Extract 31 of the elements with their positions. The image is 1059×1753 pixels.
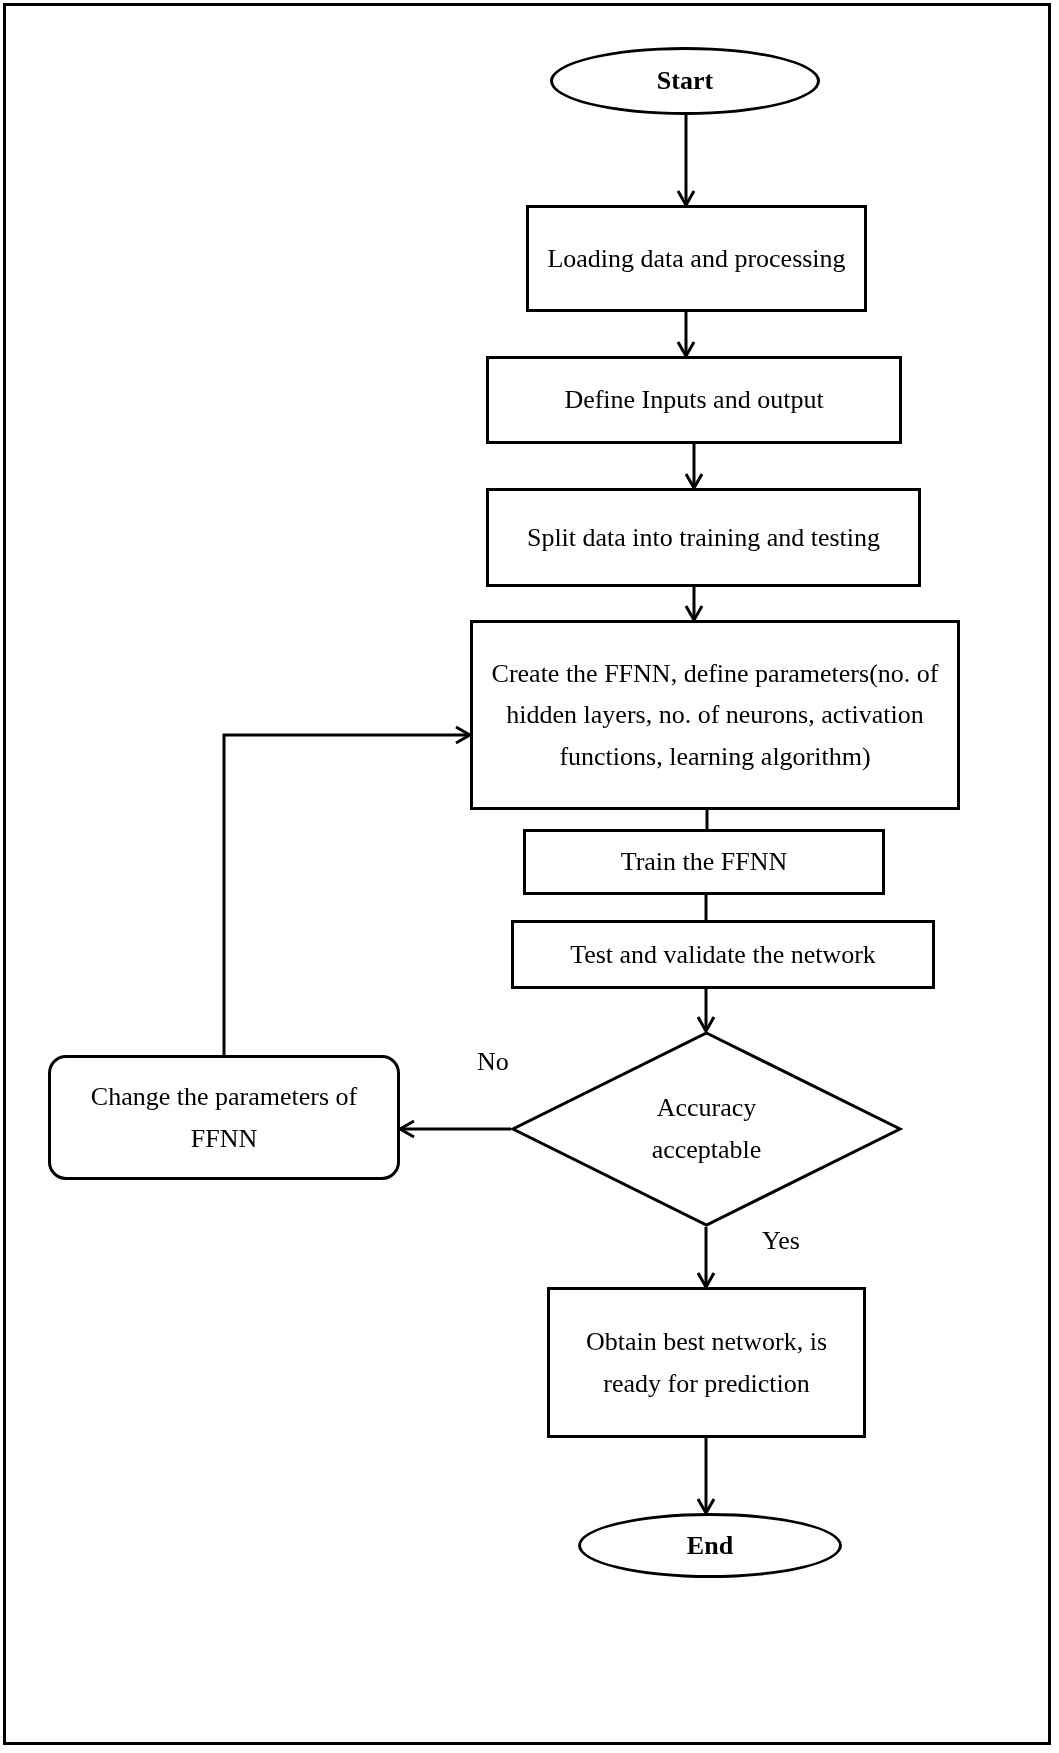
process-box xyxy=(526,205,867,312)
process-box xyxy=(486,356,902,444)
arrow xyxy=(684,444,704,490)
connector-line xyxy=(705,810,709,829)
arrow xyxy=(222,725,472,1055)
node-text: Start xyxy=(656,65,714,98)
process-box xyxy=(470,620,960,810)
arrow xyxy=(676,312,696,358)
process-box xyxy=(523,829,885,895)
process-box xyxy=(48,1055,400,1180)
node-text: Change the parameters of FFNN xyxy=(89,1080,359,1155)
node-text: Split data into training and testing xyxy=(526,521,881,554)
process-box xyxy=(511,920,935,989)
arrow xyxy=(696,989,716,1033)
node-text: Define Inputs and output xyxy=(564,384,824,417)
node-text: Create the FFNN, define parameters(no. of hidden layers, no. of neurons, activation functions, learning algorithm) xyxy=(490,657,940,773)
process-box xyxy=(547,1287,866,1438)
arrow xyxy=(676,115,696,207)
decision-diamond xyxy=(511,1031,902,1227)
node-text: End xyxy=(686,1529,734,1562)
node-text: Accuracy acceptable xyxy=(650,1092,763,1166)
process-box xyxy=(486,488,921,587)
node-text: Train the FFNN xyxy=(620,846,788,879)
arrow xyxy=(696,1438,716,1515)
node-text: Loading data and processing xyxy=(547,242,846,275)
connector-line xyxy=(704,895,708,920)
arrow xyxy=(696,1227,716,1289)
arrow xyxy=(684,587,704,622)
arrow xyxy=(398,1119,511,1139)
node-text: Test and validate the network xyxy=(570,938,876,971)
node-text: Obtain best network, is ready for prediction xyxy=(584,1325,829,1400)
